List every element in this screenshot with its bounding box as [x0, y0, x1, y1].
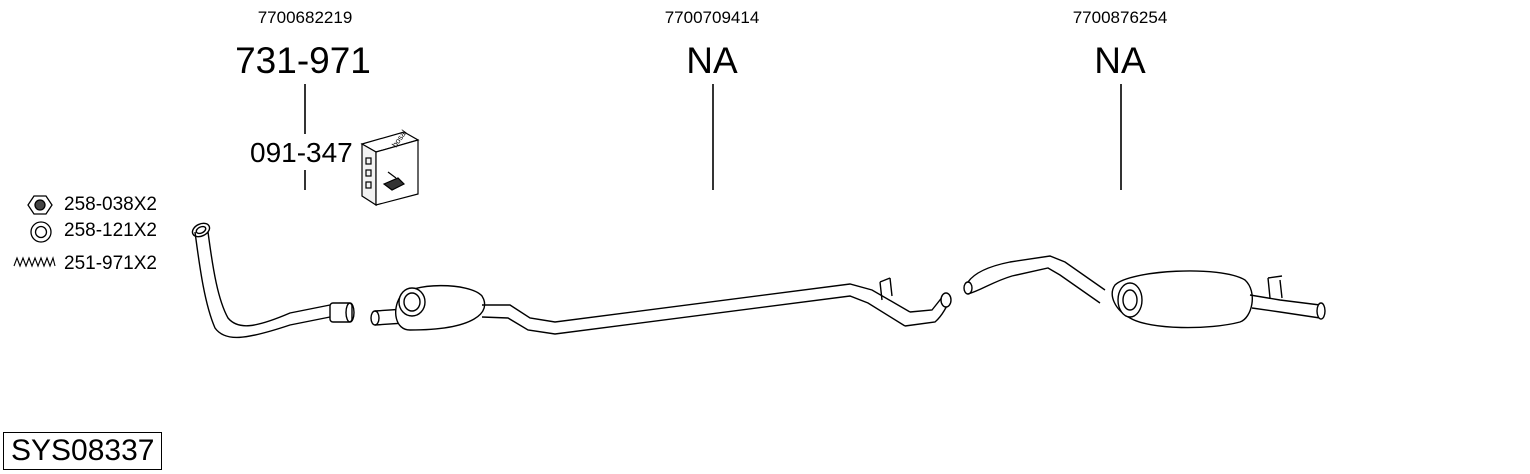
gasket-ring-icon: [30, 221, 52, 243]
front-pipe[interactable]: [190, 221, 355, 339]
accessory-label-spring[interactable]: 251-971X2: [64, 253, 157, 274]
accessory-label-gasket[interactable]: 258-121X2: [64, 220, 157, 241]
oem-number-2: 7700709414: [664, 8, 760, 27]
oem-number-3: 7700876254: [1072, 8, 1168, 27]
nut-icon: [27, 195, 53, 215]
accessory-label-nut[interactable]: 258-038X2: [64, 194, 157, 215]
part-number-1[interactable]: 731-971: [235, 40, 371, 81]
system-id-box: SYS08337: [3, 432, 163, 470]
mounting-kit-number[interactable]: 091-347: [250, 137, 353, 168]
part-number-2[interactable]: NA: [686, 40, 738, 81]
oem-number-1: 7700682219: [257, 8, 353, 27]
spring-icon: [13, 256, 56, 268]
rear-muffler-section[interactable]: [963, 255, 1326, 329]
mounting-kit-box-icon[interactable]: bosal: [360, 128, 420, 207]
center-muffler-section[interactable]: [370, 277, 952, 335]
part-number-3[interactable]: NA: [1094, 40, 1146, 81]
